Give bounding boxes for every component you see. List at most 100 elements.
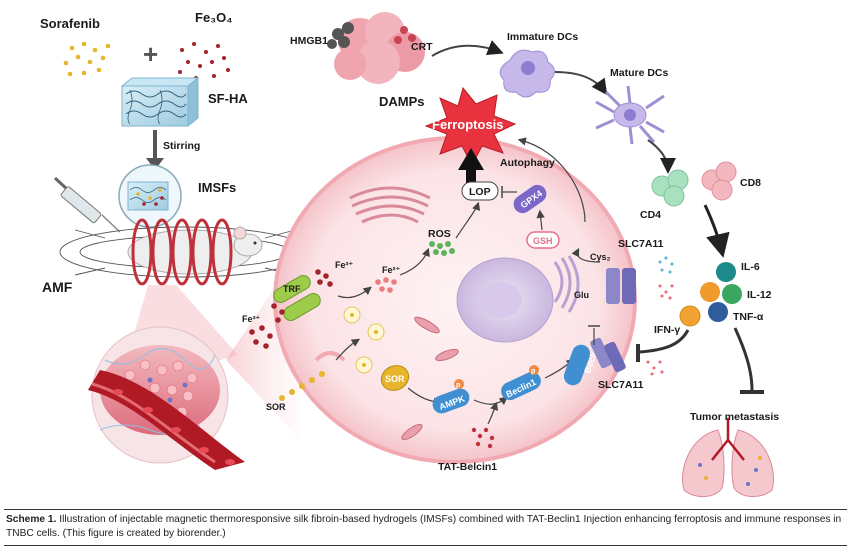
stirring-label: Stirring [163,140,200,152]
gsh-pill [526,231,560,249]
sor-molecule [380,365,410,391]
fe3o4-particles [178,42,230,80]
ifng-label: IFN-γ [654,324,680,336]
slc7a11-bottom-label: SLC7A11 [598,379,644,391]
cys2-label: Cys₂ [590,252,611,262]
ros-label: ROS [428,228,451,240]
crt-particles [394,26,416,44]
sfha-label: SF-HA [208,91,248,106]
damps-to-dcs-arrow [431,40,504,57]
mitochondria [401,316,459,441]
trf-label: TRF [283,284,301,294]
cys2-to-gsh-arrow [571,247,601,263]
amf-label: AMF [42,279,73,295]
autophagy-label: Autophagy [500,157,555,169]
ifng-cytokine-orange [700,282,720,302]
ros-to-lop-arrow [455,201,481,239]
fe2-label: Fe²⁺ [382,265,401,275]
hmgb1-particles [327,22,354,49]
gsh-label: GSH [533,236,553,246]
slc7a11-bottom-transporter [590,337,626,373]
ampk-pill [432,388,470,414]
endocytosis-pit [314,351,346,362]
tnbc-cell [273,136,637,464]
immature-to-mature-arrow [554,71,608,96]
tat-beclin1-peptide [471,427,495,449]
beclin1-membrane-pill [563,344,591,386]
tat-beclin1-label: TAT-Belcin1 [438,461,497,473]
tnfa-label: TNF-α [733,311,764,323]
mature-dc-cell [595,85,665,145]
caption-top-rule [4,509,847,510]
lop-box [461,181,499,201]
fe3o4-label: Fe₃O₄ [195,10,233,25]
fe2-particles [375,277,397,293]
autophagy-arrow [517,137,586,223]
golgi-apparatus [349,186,431,224]
ifng-cytokine [679,305,701,327]
cd8-label: CD8 [740,177,761,189]
cys2-particles [658,256,674,274]
damps-label: DAMPs [379,94,425,109]
fe3-trf-particles [315,269,333,287]
sor-uptake-arrow [335,338,361,361]
fe3-outside-label: Fe³⁺ [242,314,261,324]
trf-to-fe2-arrow [337,286,372,299]
imsfs-label: IMSFs [198,180,236,195]
sorafenib-label: Sorafenib [40,16,100,31]
sor-cell-label: SOR [385,374,405,384]
sorafenib-particles [63,41,111,77]
sfha-hydrogel-cube [120,76,200,128]
ferroptosis-label: Ferroptosis [432,117,504,132]
sor-outside-particles [279,371,325,401]
tcell-to-cytokine-arrow [703,204,730,258]
blood-vessel [88,370,245,470]
magnetic-coil [131,218,233,286]
imsfs-zoom-circle [118,164,182,228]
cd4-tcells [651,169,689,207]
ampk-phospho-badge [454,379,464,389]
immature-dc-cell [499,49,555,98]
bottom-glu-particles [646,360,664,376]
scheme-figure: Sorafenib Fe₃O₄ + SF-HA Stirring [40,10,779,497]
fe3-outside-particles [249,303,285,349]
syringe-icon [53,176,121,233]
glu-label: Glu [574,290,589,300]
slc7a11-top-transporter [606,268,636,304]
trf-receptor [273,275,321,321]
dc-to-tcell-arrow [647,139,676,174]
caption-bottom-rule [4,545,847,546]
plus-sign: + [143,39,158,69]
gpx4-pill [513,184,547,214]
lop-to-ferroptosis-arrow [458,148,484,186]
lop-label: LOP [469,186,491,198]
beclin1-mid-pill [501,371,541,401]
slc7a11-top-label: SLC7A11 [618,238,664,250]
il12-label: IL-12 [747,289,772,301]
il12-cytokine [722,284,742,304]
sor-vesicles [343,306,385,374]
ros-particles [429,241,455,256]
ifng-inhibit-slc7a11 [639,329,690,354]
fe3-trf-label: Fe³⁺ [335,260,354,270]
ampk-phospho-label: p [456,382,460,389]
il6-cytokine [716,262,736,282]
il6-label: IL-6 [741,261,760,273]
crt-label: CRT [411,41,433,53]
glu-particles [658,284,674,300]
mature-dcs-label: Mature DCs [610,67,669,79]
caption-label: Scheme 1. [6,514,57,525]
tumor-metastasis-label: Tumor metastasis [690,411,779,423]
beclin1-phospho-label: p [531,368,535,375]
cd8-tcells [701,161,737,201]
immature-dcs-label: Immature DCs [507,31,578,43]
cytokine-inhibit-metastasis [733,327,754,391]
tat-to-beclin1-arrow [487,401,499,425]
stirring-arrowhead [146,158,164,170]
figure-caption: Scheme 1. Illustration of injectable mag… [6,513,842,541]
hmgb1-label: HMGB1 [290,35,328,47]
fe2-to-ros-arrow [399,247,430,276]
sor-outside-label: SOR [266,402,286,412]
beclin1-phospho-badge [529,365,539,375]
nucleus [456,255,580,343]
